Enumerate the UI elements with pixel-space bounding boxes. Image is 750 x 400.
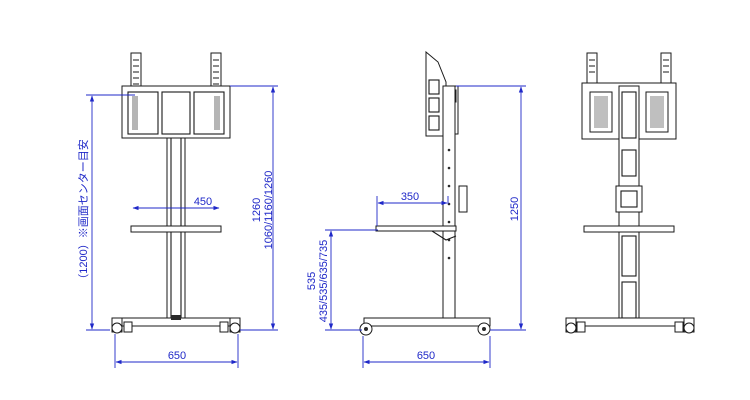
front-base-width-label: 650	[168, 350, 186, 362]
dim-side-shelf-depth: 350	[376, 191, 449, 226]
shelf-depth-label: 350	[401, 191, 419, 203]
front-casters	[111, 317, 241, 334]
shelf-width-label: 450	[194, 196, 212, 208]
dim-side-shelf-height: 535 435/535/635/735	[306, 229, 378, 331]
side-total-height-label: 1250	[509, 197, 521, 221]
dim-front-total-height: 1260 1060/1160/1260	[230, 85, 278, 331]
rear-bracket-rails	[586, 52, 672, 84]
front-mount-plate	[121, 85, 231, 139]
side-column	[442, 85, 468, 323]
front-base	[115, 315, 237, 327]
dim-side-total-height: 1250	[456, 85, 526, 331]
dim-front-base-width: 650	[114, 334, 239, 368]
height-label-bottom: 1060/1160/1260	[263, 171, 275, 250]
front-view: （1200）※画面センター目安 450 1260 1060/1160/1260 …	[76, 52, 278, 368]
rear-view	[565, 52, 695, 334]
dim-screen-center-height: （1200）※画面センター目安	[76, 94, 135, 331]
side-base	[363, 317, 491, 327]
dim-side-base-depth: 650	[362, 336, 491, 368]
side-casters	[359, 322, 491, 336]
front-shelf	[130, 225, 222, 233]
rear-column	[615, 85, 643, 323]
rear-casters	[565, 317, 695, 334]
screen-center-label: （1200）※画面センター目安	[76, 139, 90, 284]
shelf-height-label-top: 535	[306, 272, 318, 290]
rear-base	[568, 317, 692, 327]
shelf-height-label-bottom: 435/535/635/735	[318, 240, 330, 323]
height-label-top: 1260	[251, 198, 263, 222]
side-base-depth-label: 650	[417, 350, 435, 362]
side-view: 350 1250 535 435/535/635/735 650	[306, 50, 526, 368]
side-shelf	[375, 225, 457, 241]
dim-front-shelf-width: 450	[132, 196, 220, 211]
rear-shelf	[583, 225, 675, 233]
